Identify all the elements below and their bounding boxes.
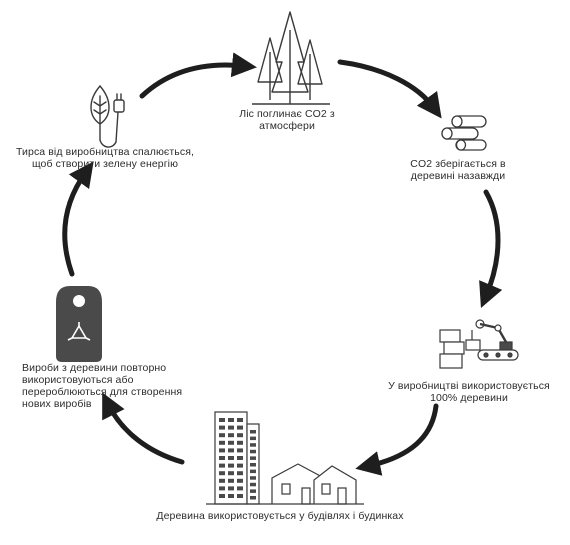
building-window: [219, 425, 225, 430]
recycle-tag-icon: [56, 286, 102, 362]
building-window: [237, 478, 243, 483]
logs-icon: [441, 115, 487, 151]
forest-icon: [252, 11, 330, 105]
building-window: [250, 456, 256, 460]
building-window: [250, 482, 256, 487]
arrow-factory-to-building: [355, 403, 439, 476]
building-window: [250, 489, 256, 493]
building-window: [237, 448, 243, 453]
building-window: [237, 494, 243, 498]
building-window: [219, 494, 225, 498]
building-window: [250, 476, 256, 480]
building-window: [219, 433, 225, 438]
building-window: [228, 448, 234, 453]
building-window: [228, 463, 234, 468]
buildings-houses-icon: [206, 411, 364, 505]
building-window: [250, 449, 256, 454]
building-window: [219, 448, 225, 453]
step-label-storage: CO2 зберігається в деревині назавжди: [410, 158, 506, 182]
building-window: [250, 443, 256, 447]
building-window: [228, 471, 234, 476]
building-window: [250, 469, 256, 474]
arrow-storage-to-factory: [479, 189, 503, 308]
arrow-energy-to-forest: [139, 52, 257, 99]
building-window: [219, 418, 225, 422]
arrow-building-to-recycle: [102, 392, 185, 465]
building-window: [228, 486, 234, 491]
step-label-recycle: Вироби з деревини повторно використовуют…: [22, 362, 183, 410]
building-window: [228, 478, 234, 483]
building-window: [228, 456, 234, 460]
building-window: [237, 486, 243, 491]
leaf-plug-icon: [90, 84, 125, 148]
building-window: [219, 471, 225, 476]
building-window: [250, 436, 256, 441]
building-window: [228, 440, 234, 445]
building-window: [219, 456, 225, 460]
step-label-forest: Ліс поглинає CO2 з атмосфери: [239, 108, 335, 132]
building-window: [228, 494, 234, 498]
building-window: [237, 418, 243, 422]
building-window: [219, 463, 225, 468]
building-window: [219, 478, 225, 483]
building-window: [250, 463, 256, 467]
building-window: [237, 425, 243, 430]
building-window: [237, 471, 243, 476]
building-window: [237, 463, 243, 468]
building-window: [219, 440, 225, 445]
building-window: [237, 440, 243, 445]
step-label-building: Деревина використовується у будівлях і б…: [156, 510, 404, 522]
step-label-factory: У виробництві використовується 100% дере…: [388, 380, 550, 404]
step-label-energy: Тирса від виробництва спалюється, щоб ст…: [15, 146, 195, 170]
factory-icon: [439, 319, 519, 369]
building-window: [219, 486, 225, 491]
arrow-forest-to-storage: [337, 59, 442, 119]
building-window: [237, 456, 243, 460]
building-window: [250, 496, 256, 500]
arrow-recycle-to-energy: [62, 161, 94, 277]
building-window: [228, 418, 234, 422]
building-window: [228, 433, 234, 438]
building-window: [250, 430, 256, 434]
building-window: [237, 433, 243, 438]
building-window: [228, 425, 234, 430]
